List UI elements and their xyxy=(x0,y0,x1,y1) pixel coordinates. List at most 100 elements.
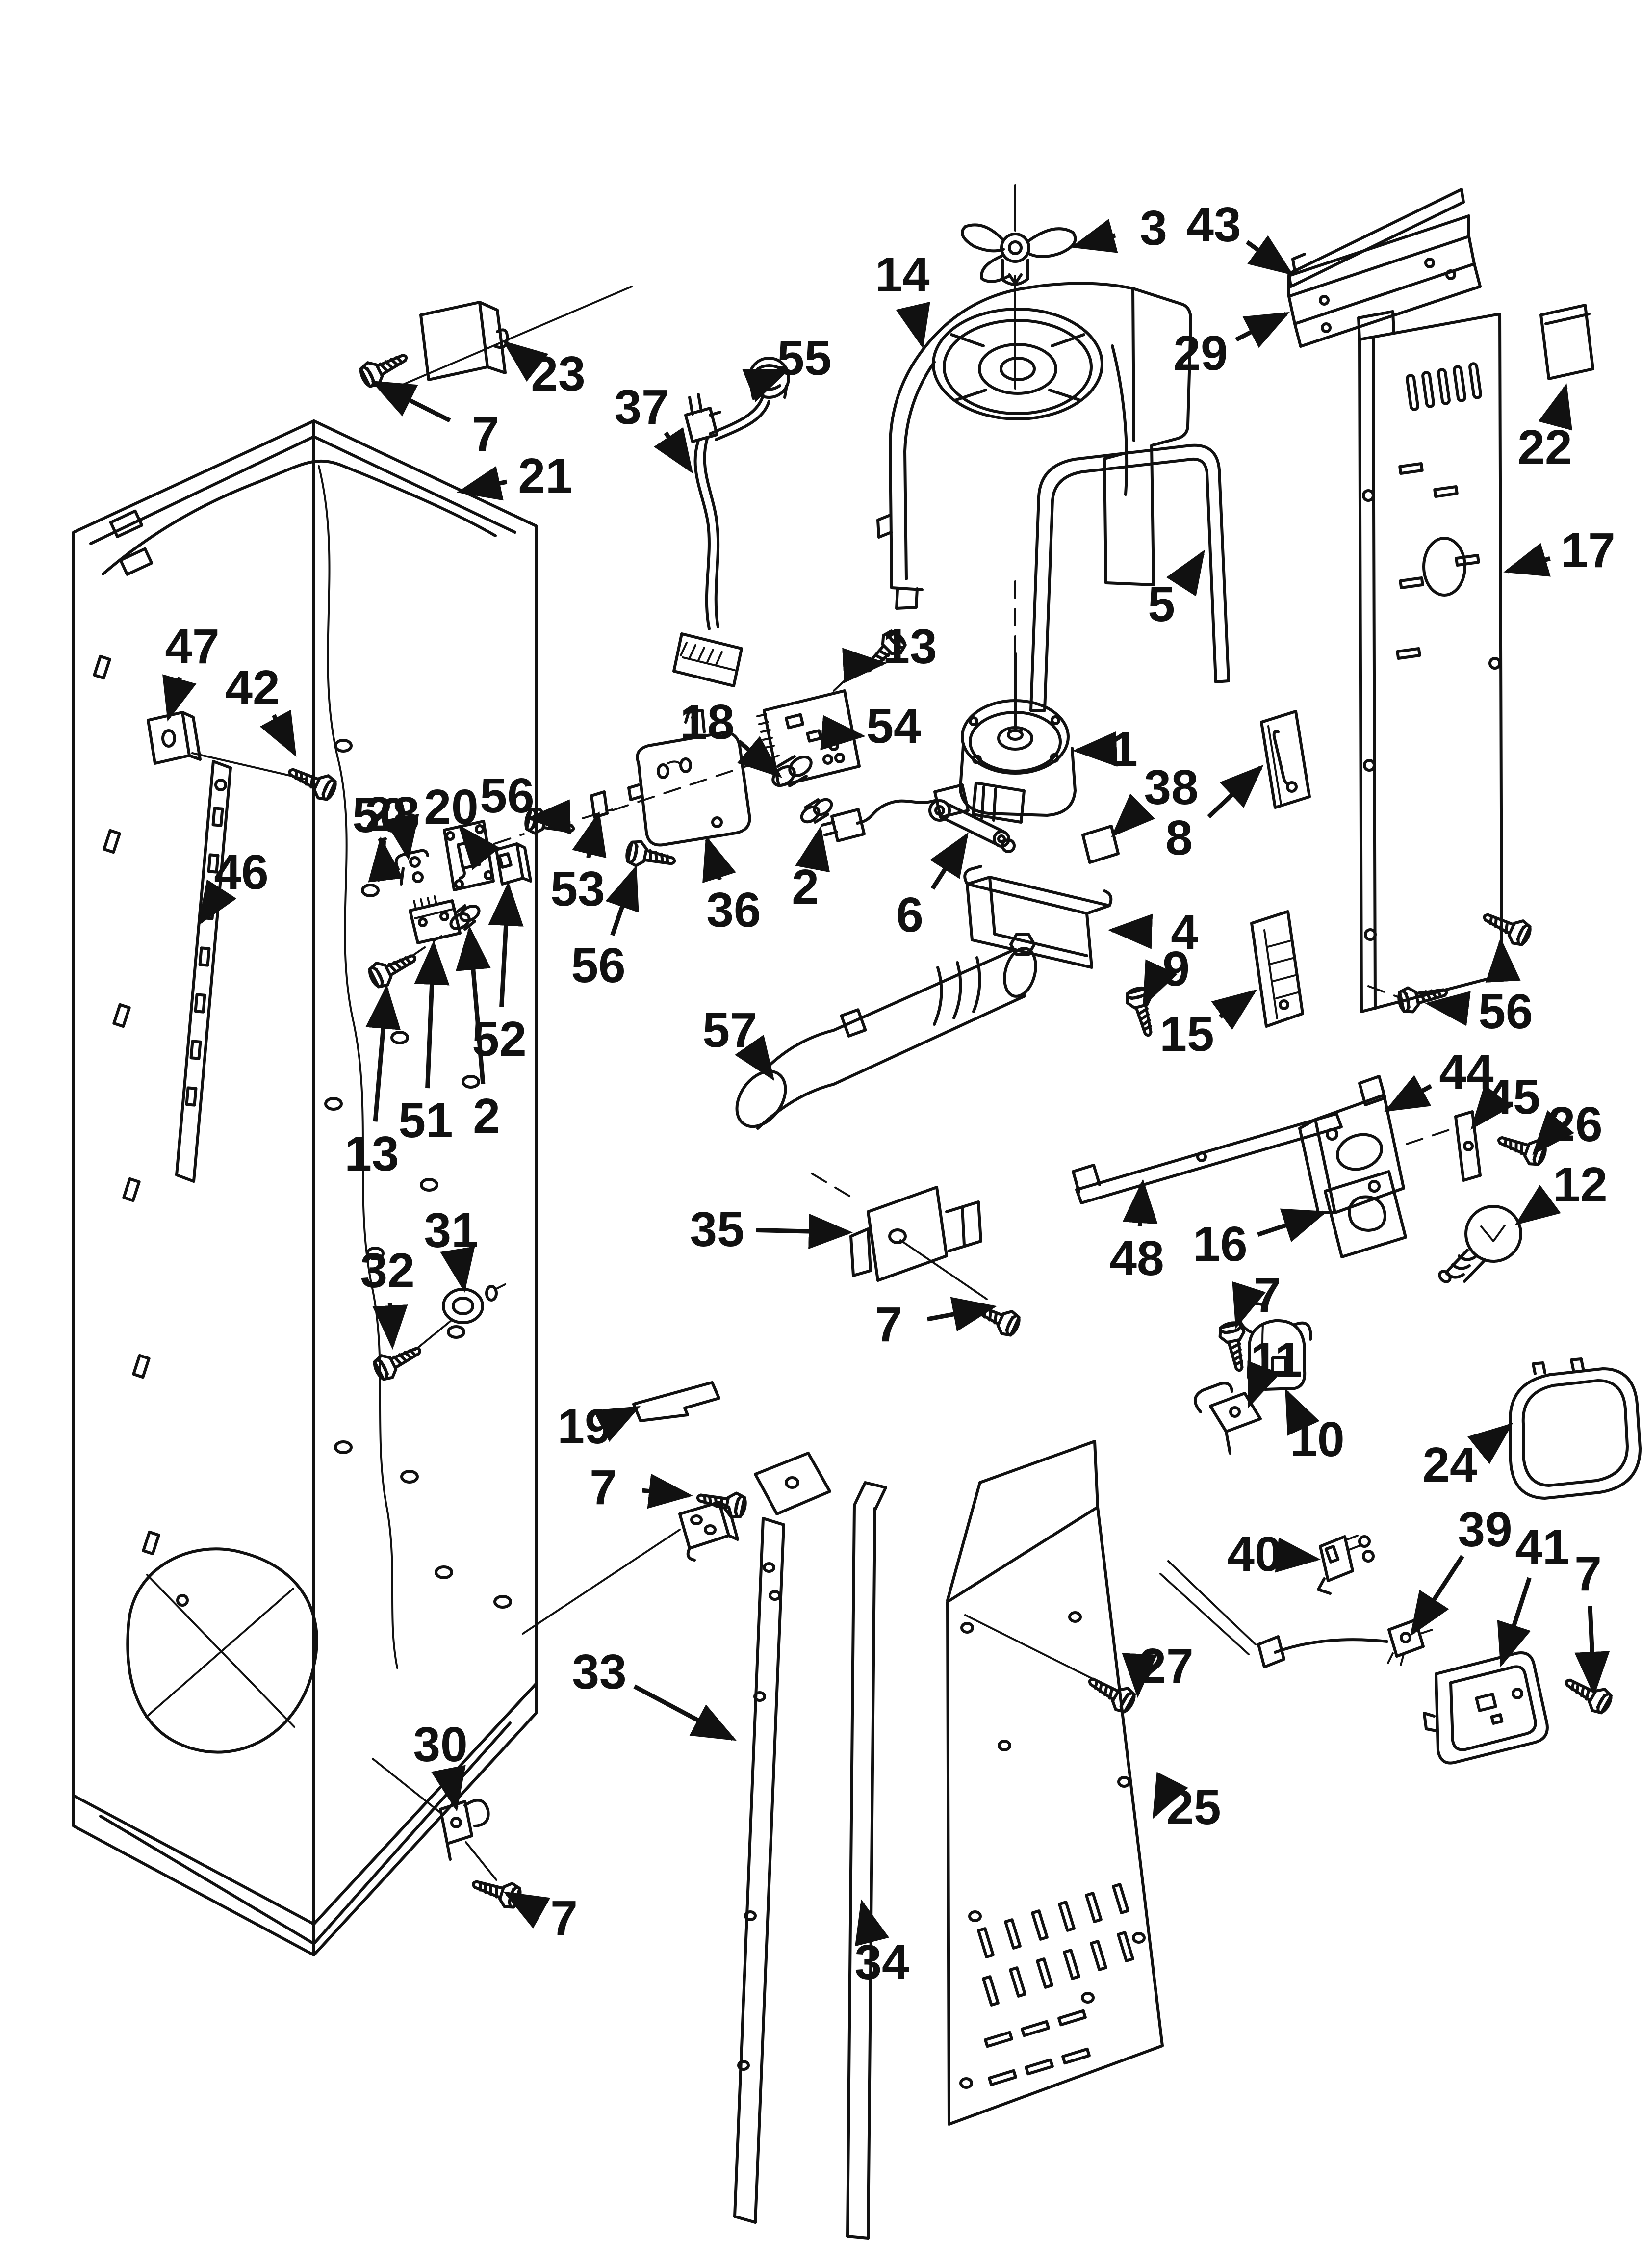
callout-label-1: 1 xyxy=(1110,722,1138,777)
callout-arrow-46 xyxy=(198,879,237,926)
connector-39 xyxy=(1159,1560,1433,1668)
callout-arrow-29 xyxy=(1235,312,1290,348)
callout-arrow-13 xyxy=(842,648,887,683)
callout-label-23: 23 xyxy=(531,346,585,401)
bushing-18 xyxy=(771,755,813,787)
callout-arrow-43 xyxy=(1245,235,1294,276)
callout-arrow-37 xyxy=(654,427,693,474)
callout-arrow-56 xyxy=(1425,991,1471,1026)
callout-arrow-15 xyxy=(1211,989,1257,1030)
callout-label-30: 30 xyxy=(413,1717,467,1772)
callout-arrow-38 xyxy=(1111,793,1155,837)
callout-arrow-24 xyxy=(1467,1423,1514,1464)
spring-clip-28 xyxy=(394,849,429,886)
callout-arrow-33 xyxy=(633,1684,737,1741)
callout-arrow-17 xyxy=(1503,543,1551,577)
callout-label-33: 33 xyxy=(572,1644,626,1699)
callout-label-42: 42 xyxy=(225,660,280,715)
callout-label-22: 22 xyxy=(1517,420,1572,475)
callout-label-37: 37 xyxy=(614,380,668,435)
screw-56-right-2 xyxy=(1397,980,1449,1014)
access-panel-25 xyxy=(946,1440,1164,2126)
callout-arrow-3 xyxy=(1071,219,1118,253)
callout-label-51: 51 xyxy=(398,1093,453,1148)
callout-arrow-22 xyxy=(1538,383,1572,431)
cabinet-drain-hole xyxy=(126,1547,318,1754)
callout-arrow-12 xyxy=(1514,1184,1561,1225)
callout-arrow-21 xyxy=(457,466,508,501)
callout-label-35: 35 xyxy=(690,1202,744,1257)
bracket-40 xyxy=(1317,1535,1375,1595)
clamp-11 xyxy=(1194,1382,1262,1455)
callout-label-54: 54 xyxy=(866,699,921,754)
callout-label-40: 40 xyxy=(1227,1527,1282,1582)
callout-label-46: 46 xyxy=(214,845,268,900)
callout-arrow-18 xyxy=(737,736,782,778)
fan-shroud-14 xyxy=(876,275,1192,718)
callout-arrow-31 xyxy=(440,1246,475,1293)
callout-arrow-16 xyxy=(1257,1208,1328,1242)
callout-arrow-35 xyxy=(756,1214,853,1250)
callout-arrow-11 xyxy=(1247,1360,1281,1408)
callout-label-45: 45 xyxy=(1486,1069,1540,1124)
bracket-44 xyxy=(1298,1075,1452,1214)
callout-arrow-48 xyxy=(1122,1179,1158,1226)
bracket-35 xyxy=(811,1173,988,1300)
screw-13-left xyxy=(366,946,420,990)
callout-label-57: 57 xyxy=(702,1003,757,1058)
callout-arrow-50 xyxy=(368,836,404,883)
callout-arrow-26 xyxy=(1532,1110,1574,1155)
callout-arrow-36 xyxy=(702,835,736,884)
callout-label-7: 7 xyxy=(472,407,499,462)
callout-label-11: 11 xyxy=(1250,1332,1302,1387)
spacer-2-mid xyxy=(800,798,833,824)
callout-arrow-7 xyxy=(370,380,451,423)
air-duct-57 xyxy=(735,947,1037,1130)
callout-arrow-7 xyxy=(1574,1606,1610,1696)
bracket-4 xyxy=(963,865,1113,969)
screw-56-right-1 xyxy=(1479,905,1533,948)
screw-9 xyxy=(1124,986,1160,1039)
callout-label-28: 28 xyxy=(365,787,419,842)
callout-arrow-55 xyxy=(742,368,790,402)
callout-label-7: 7 xyxy=(875,1297,902,1352)
cabinet-liner xyxy=(72,419,538,1956)
callout-label-29: 29 xyxy=(1173,326,1228,381)
callout-label-6: 6 xyxy=(896,887,924,942)
mounting-rail-46 xyxy=(175,760,232,1183)
callout-label-15: 15 xyxy=(1159,1007,1214,1062)
callout-label-10: 10 xyxy=(1290,1412,1344,1467)
callout-label-31: 31 xyxy=(424,1203,478,1258)
callout-label-5: 5 xyxy=(1148,577,1175,632)
cabinet-holes xyxy=(324,739,512,1609)
pad-38 xyxy=(1081,825,1120,864)
callout-label-39: 39 xyxy=(1458,1502,1512,1557)
gasket-16 xyxy=(1324,1170,1407,1258)
callout-arrow-45 xyxy=(1470,1084,1512,1130)
strip-48 xyxy=(1072,1112,1343,1204)
callout-label-48: 48 xyxy=(1109,1231,1164,1286)
callout-arrow-57 xyxy=(735,1034,775,1081)
callout-arrow-20 xyxy=(458,825,500,870)
screw-7-top xyxy=(358,346,411,390)
callout-arrow-6 xyxy=(930,832,969,890)
callout-label-36: 36 xyxy=(706,883,761,938)
callout-arrow-51 xyxy=(414,940,450,1089)
rear-duct-panel-17 xyxy=(1357,310,1503,1013)
bracket-52 xyxy=(495,842,532,886)
callout-label-38: 38 xyxy=(1144,760,1198,815)
callout-arrow-7 xyxy=(1232,1281,1266,1329)
bracket-33-upper xyxy=(522,1501,739,1635)
screw-7-35 xyxy=(968,1296,1022,1338)
callout-label-9: 9 xyxy=(1162,941,1190,996)
callout-label-32: 32 xyxy=(360,1243,414,1298)
bracket-29 xyxy=(1287,214,1482,348)
grommet-31 xyxy=(414,1283,506,1351)
fan-blade-3 xyxy=(961,184,1077,286)
callout-arrow-53 xyxy=(572,811,607,859)
fan-motor-1 xyxy=(821,652,1077,842)
callout-arrow-23 xyxy=(502,340,549,382)
callout-arrow-5 xyxy=(1166,549,1205,597)
callout-label-20: 20 xyxy=(424,780,478,834)
